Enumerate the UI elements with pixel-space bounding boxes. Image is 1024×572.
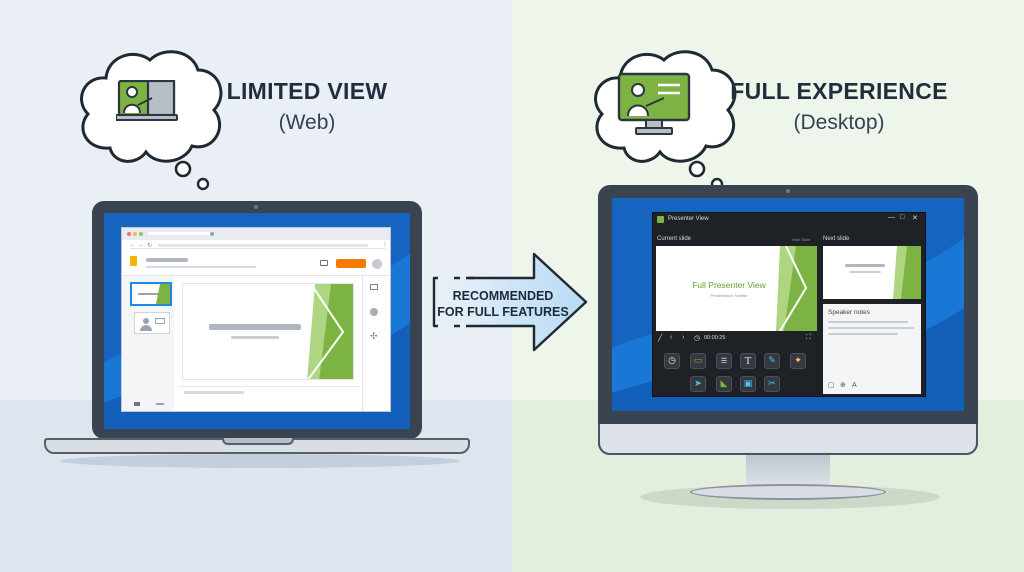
browser-tab[interactable] — [148, 232, 212, 235]
current-slide-preview[interactable] — [656, 246, 817, 331]
current-slide-title: Full Presenter View — [692, 280, 766, 290]
presenter-app-icon — [657, 216, 664, 223]
left-heading: LIMITED VIEW (Web) — [222, 78, 392, 135]
clock-tool-icon[interactable]: ◷ — [664, 353, 680, 369]
laptop-shadow — [60, 454, 460, 468]
laptop-camera — [254, 205, 258, 209]
web-browser-window[interactable]: ← → ↻ ⋮ ✣ — [121, 227, 391, 412]
forward-icon[interactable]: → — [138, 242, 144, 248]
header-divider — [122, 275, 390, 276]
subtitles-tool-icon[interactable]: ☰ — [716, 353, 732, 369]
browser-address-bar[interactable]: ← → ↻ ⋮ — [130, 241, 388, 249]
slide-subtitle-placeholder — [231, 336, 279, 339]
next-slide-title-placeholder — [845, 264, 885, 267]
timer-icon: ◷ — [694, 335, 701, 342]
fullscreen-icon[interactable]: ⛶ — [806, 334, 811, 341]
filmstrip-slide-2[interactable] — [134, 312, 170, 334]
window-close-button[interactable]: ✕ — [912, 215, 918, 222]
reload-icon[interactable]: ↻ — [147, 243, 153, 249]
highlighter-tool-icon[interactable]: ◣ — [716, 376, 732, 392]
back-icon[interactable]: ← — [130, 242, 136, 248]
previous-slide-icon[interactable]: ‹ — [670, 334, 673, 341]
doc-menu-bar — [146, 266, 256, 268]
speaker-notes-placeholder — [184, 391, 244, 394]
right-heading: FULL EXPERIENCE (Desktop) — [728, 78, 950, 135]
laptop-notch — [222, 438, 294, 445]
current-slide-label: Current slide — [657, 236, 692, 242]
window-minimize-button[interactable]: — — [888, 214, 895, 221]
filmstrip-slide-1[interactable] — [130, 282, 172, 306]
notes-comment-icon[interactable]: ▢ — [828, 382, 835, 389]
browser-close-dot[interactable] — [127, 232, 131, 236]
browser-minimize-dot[interactable] — [133, 232, 137, 236]
laser-tool-icon[interactable]: ✦ — [790, 353, 806, 369]
text-tool-icon[interactable]: T — [740, 353, 756, 369]
desktop-subtitle: (Desktop) — [793, 111, 885, 134]
browser-maximize-dot[interactable] — [139, 232, 143, 236]
filmstrip-board-icon — [155, 318, 165, 324]
full-experience-title: FULL EXPERIENCE — [730, 78, 948, 104]
arrow-label: RECOMMENDED FOR FULL FEATURES — [428, 288, 578, 320]
slide-title-placeholder — [209, 324, 301, 330]
hide-slide-button[interactable]: Hide Slide — [792, 237, 811, 242]
notes-line-2 — [828, 327, 914, 329]
doc-title — [146, 258, 188, 262]
web-subtitle: (Web) — [278, 111, 336, 134]
filmstrip-toggle-icon[interactable] — [156, 403, 164, 405]
filmstrip-person-body — [140, 325, 152, 331]
browser-tab-bar — [122, 228, 390, 240]
screen-share-tool-icon[interactable]: ▭ — [690, 353, 706, 369]
side-panel-add-icon[interactable]: ✣ — [370, 331, 378, 341]
speaker-notes-title: Speaker notes — [828, 309, 870, 316]
arrow-label-line1: RECOMMENDED — [452, 289, 554, 303]
screen-tool-icon[interactable]: ▣ — [740, 376, 756, 392]
next-slide-label: Next slide — [823, 236, 850, 242]
grid-view-icon[interactable] — [134, 402, 140, 406]
pen-tool-icon[interactable]: ✎ — [764, 353, 780, 369]
account-avatar[interactable] — [372, 259, 382, 269]
next-slide-icon[interactable]: › — [682, 334, 685, 341]
current-slide-green-accent — [776, 246, 817, 331]
speaker-notes-strip[interactable] — [178, 386, 360, 387]
browser-menu-icon[interactable]: ⋮ — [382, 242, 388, 248]
comment-icon[interactable] — [320, 260, 328, 266]
arrow-label-line2: FOR FULL FEATURES — [437, 305, 569, 319]
window-maximize-button[interactable]: □ — [900, 214, 905, 221]
side-panel-shapes-icon[interactable] — [370, 308, 378, 316]
notes-line-3 — [828, 333, 898, 335]
side-panel — [362, 276, 390, 411]
filmstrip-person-icon — [143, 318, 149, 324]
slide-green-accent — [307, 284, 353, 379]
next-slide-preview[interactable] — [823, 246, 921, 299]
presentation-timer: 00:00:25 — [704, 335, 726, 341]
presenter-at-monitor-icon — [617, 72, 691, 135]
pointer-tool-icon[interactable]: ➤ — [690, 376, 706, 392]
recommendation-arrow — [432, 252, 588, 352]
notes-font-size-button[interactable]: A — [852, 382, 857, 389]
side-panel-image-icon[interactable] — [370, 284, 378, 290]
web-slide-canvas[interactable] — [182, 283, 354, 380]
browser-close-tab-icon[interactable] — [210, 232, 214, 236]
speaker-notes-panel[interactable]: Speaker notes ▢ ⊕ A — [823, 304, 921, 394]
monitor-camera — [786, 189, 790, 193]
monitor-foot — [690, 484, 886, 500]
current-slide-subtitle: Presentation Subtitle — [710, 293, 748, 298]
monitor-chin — [598, 424, 978, 455]
notes-line-1 — [828, 321, 908, 323]
pen-icon[interactable]: ╱ — [658, 335, 663, 342]
url-field[interactable] — [158, 244, 368, 247]
next-slide-subtitle-placeholder — [849, 271, 881, 273]
next-slide-green-accent — [893, 246, 921, 299]
presenter-at-board-icon — [116, 80, 178, 121]
presenter-window-title: Presenter View — [668, 216, 709, 222]
present-button[interactable] — [336, 259, 366, 268]
limited-view-title: LIMITED VIEW — [226, 78, 388, 104]
scissors-tool-icon[interactable]: ✂ — [764, 376, 780, 392]
notes-zoom-icon[interactable]: ⊕ — [840, 382, 846, 389]
slides-app-icon — [130, 256, 137, 266]
